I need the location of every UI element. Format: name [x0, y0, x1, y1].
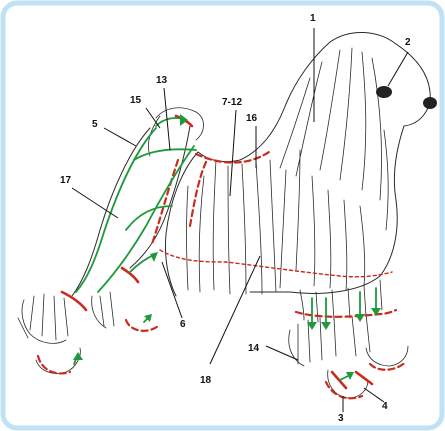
- label-14: 14: [248, 344, 259, 354]
- arrowhead-front-3: [355, 314, 365, 322]
- cut-line-thigh: [190, 162, 206, 226]
- guide-flank: [134, 149, 196, 160]
- leader-14: [266, 346, 298, 360]
- diagram-border: [3, 3, 442, 428]
- label-18: 18: [200, 376, 211, 386]
- cut-line-hind-foot: [38, 320, 158, 373]
- label-13: 13: [156, 76, 167, 86]
- label-3: 3: [338, 414, 344, 424]
- leader-15: [146, 108, 160, 128]
- leader-2: [388, 52, 408, 86]
- cut-line-rear: [152, 160, 178, 244]
- dog-back-outline: [198, 42, 330, 162]
- cut-lines: [38, 150, 406, 398]
- label-17: 17: [60, 176, 71, 186]
- leader-17: [72, 188, 118, 218]
- guide-hind-front: [98, 146, 194, 292]
- label-7-12: 7-12: [222, 98, 242, 108]
- guide-hind-back: [76, 128, 156, 292]
- cut-line-belly: [160, 250, 392, 277]
- leader-4: [364, 388, 384, 402]
- leader-6: [162, 262, 182, 318]
- arrowhead-front-2: [321, 322, 331, 330]
- dog-head-outline: [250, 32, 430, 293]
- dog-nose: [423, 97, 437, 109]
- label-1: 1: [310, 14, 316, 24]
- leader-lines: [72, 28, 408, 412]
- front-foot-fluff: [289, 314, 408, 398]
- dog-eye: [376, 86, 392, 98]
- arrowhead-hind-foot: [73, 352, 83, 360]
- label-15: 15: [130, 96, 141, 106]
- dog-body-outline: [165, 152, 198, 296]
- label-16: 16: [246, 114, 257, 124]
- cut-lines-solid: [62, 116, 372, 388]
- leader-5: [104, 128, 136, 146]
- arrowhead-tail: [180, 114, 188, 126]
- leader-7-12: [230, 110, 236, 196]
- cut-line-hock: [62, 292, 86, 310]
- cut-line-paw: [122, 268, 138, 282]
- label-5: 5: [92, 120, 98, 130]
- label-2: 2: [405, 38, 411, 48]
- dog-illustration: [18, 32, 437, 398]
- hind-foot-fluff: [18, 292, 114, 374]
- cut-line-underbody: [296, 310, 396, 317]
- label-4: 4: [382, 402, 388, 412]
- label-6: 6: [180, 320, 186, 330]
